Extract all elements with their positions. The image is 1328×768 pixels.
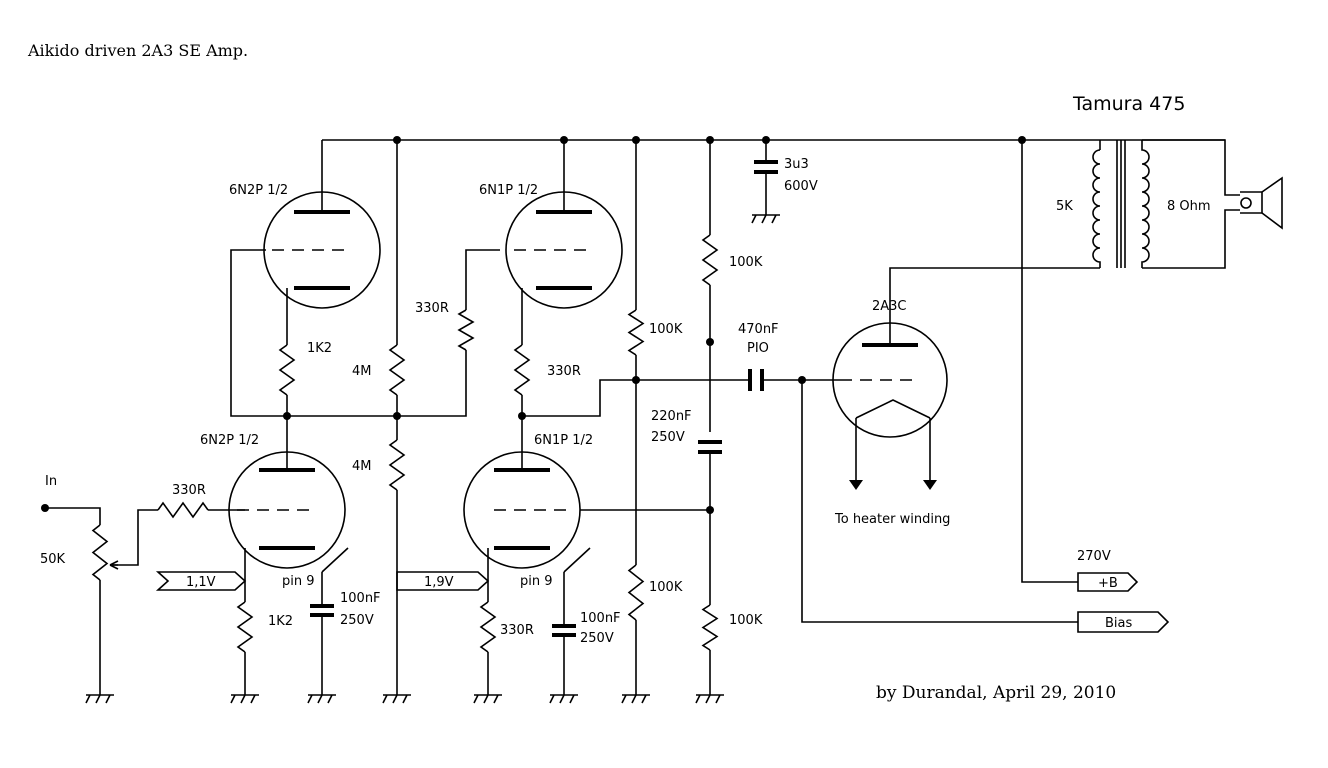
voltage-tag-1v9 <box>396 571 490 591</box>
primary-impedance: 5K <box>1056 199 1073 214</box>
v1-voltage-label: 1,1V <box>186 575 216 590</box>
c-bypass-a-voltage: 250V <box>340 613 374 628</box>
tube-v2-bottom-label: 6N1P 1/2 <box>534 433 593 448</box>
c-bypass-b-value: 100nF <box>580 611 621 626</box>
credit-text: by Durandal, April 29, 2010 <box>876 683 1116 703</box>
tube-v1-bottom <box>228 451 349 573</box>
tube-output-2a3 <box>832 322 948 438</box>
heater-arrows <box>849 480 937 490</box>
r-v1-bottom-cathode-label: 1K2 <box>268 614 293 629</box>
c-coupling-type: PIO <box>747 341 769 356</box>
r-100k-right-top-label: 100K <box>729 255 763 270</box>
c-mid-voltage: 250V <box>651 430 685 445</box>
r-v2-grid-label: 330R <box>415 301 449 316</box>
tube-v1-top-label: 6N2P 1/2 <box>229 183 288 198</box>
diagram-title: Aikido driven 2A3 SE Amp. <box>27 41 248 60</box>
r-v2-top-cathode-label: 330R <box>547 364 581 379</box>
c-mid-value: 220nF <box>651 409 692 424</box>
tube-v2-top <box>505 191 623 309</box>
r-divider-bottom-label: 4M <box>352 459 372 474</box>
r-100k-left-bottom-label: 100K <box>649 580 683 595</box>
voltage-tag-1v1 <box>155 571 247 591</box>
v2-voltage-label: 1,9V <box>424 575 454 590</box>
tube-output-label: 2A3C <box>872 299 907 314</box>
tube-v2-top-label: 6N1P 1/2 <box>479 183 538 198</box>
r-divider-top-label: 4M <box>352 364 372 379</box>
output-transformer <box>1092 140 1150 268</box>
tube-v1-bottom-label: 6N2P 1/2 <box>200 433 259 448</box>
capacitors <box>310 160 778 637</box>
heater-label: To heater winding <box>834 512 950 527</box>
pot-label: 50K <box>40 552 66 567</box>
c-bypass-b-voltage: 250V <box>580 631 614 646</box>
tube-v2-bottom <box>463 451 591 573</box>
r-100k-left-top-label: 100K <box>649 322 683 337</box>
grounds <box>85 214 780 704</box>
c-bypass-a-value: 100nF <box>340 591 381 606</box>
pin9-label-b: pin 9 <box>520 574 553 589</box>
transformer-name: Tamura 475 <box>1072 93 1185 115</box>
r-100k-right-bottom-label: 100K <box>729 613 763 628</box>
bias-label: Bias <box>1105 616 1132 631</box>
c-supply-voltage: 600V <box>784 179 818 194</box>
r-v1-top-cathode-label: 1K2 <box>307 341 332 356</box>
c-coupling-value: 470nF <box>738 322 779 337</box>
c-supply-value: 3u3 <box>784 157 809 172</box>
secondary-impedance: 8 Ohm <box>1167 199 1211 214</box>
wires <box>45 139 1240 695</box>
b-plus-label: +B <box>1098 576 1118 591</box>
b-plus-voltage-label: 270V <box>1077 549 1111 564</box>
speaker <box>1240 176 1283 230</box>
junction-dots <box>41 136 1026 514</box>
pin9-label-a: pin 9 <box>282 574 315 589</box>
bias-connector <box>1077 611 1170 633</box>
r-input-grid-label: 330R <box>172 483 206 498</box>
b-plus-connector <box>1077 572 1139 592</box>
input-label: In <box>45 474 57 489</box>
resistors <box>91 234 719 653</box>
r-v2-bottom-cathode-label: 330R <box>500 623 534 638</box>
tube-v1-top <box>263 191 381 309</box>
